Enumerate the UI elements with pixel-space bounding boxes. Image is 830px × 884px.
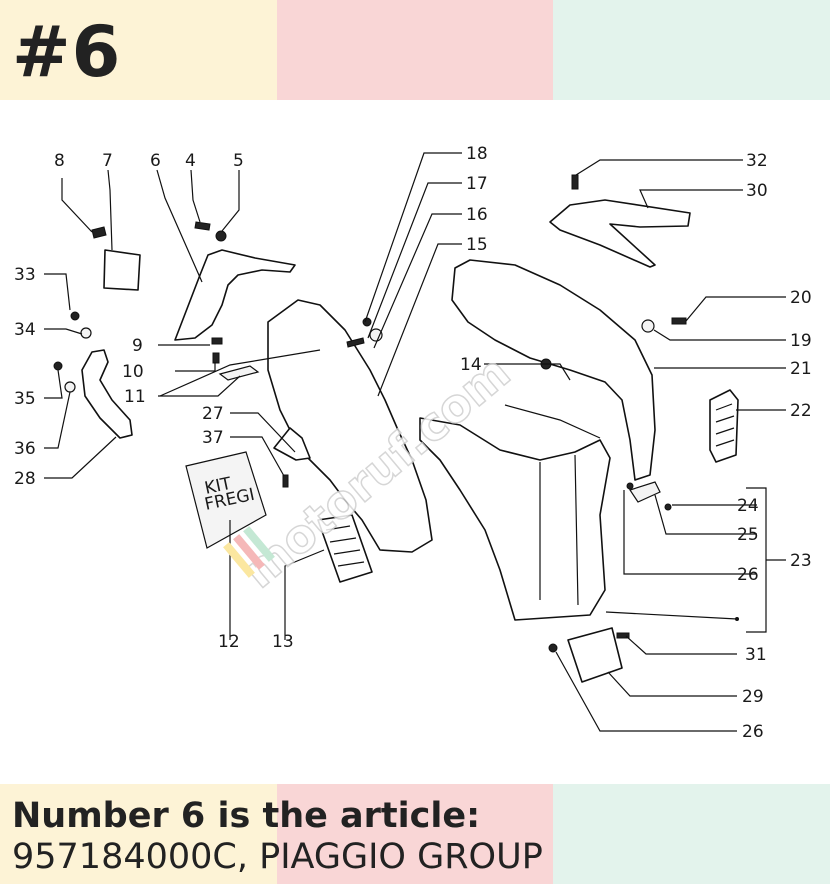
label-15: 15 [466,235,488,255]
part-5-nut [215,230,227,242]
label-20: 20 [790,288,812,308]
label-24: 24 [737,496,759,516]
part-19-nut [641,319,655,333]
label-21: 21 [790,359,812,379]
article-caption-code: 957184000C, PIAGGIO GROUP [12,837,543,877]
part-30-top-cover [549,199,691,268]
part-8-screw [91,226,107,239]
part-17-screw [346,337,365,348]
label-19: 19 [790,331,812,351]
page-title: #6 [12,11,122,93]
label-25: 25 [737,525,759,545]
label-13: 13 [272,632,294,652]
part-25-bracket [629,481,661,503]
header-band-green [553,0,830,100]
label-22: 22 [790,401,812,421]
article-caption-heading: Number 6 is the article: [12,796,481,836]
part-23-leg-shield [419,417,611,621]
label-33: 33 [14,265,36,285]
label-34: 34 [14,320,36,340]
footer-band [0,784,830,884]
label-32: 32 [746,151,768,171]
part-28-handle [81,349,133,439]
label-16: 16 [466,205,488,225]
label-31: 31 [745,645,767,665]
part-27-cover [273,427,311,461]
watermark-stripe-yellow [223,542,255,578]
label-35: 35 [14,389,36,409]
label-7: 7 [102,151,113,171]
label-26-b: 26 [742,722,764,742]
label-18: 18 [466,144,488,164]
part-22-grille [709,389,739,463]
label-28: 28 [14,469,36,489]
part-20-screw [671,317,687,325]
label-37: 37 [202,428,224,448]
label-23: 23 [790,551,812,571]
part-21-upper-shield [451,259,656,481]
part-26-clip-a [626,482,634,490]
label-12: 12 [218,632,240,652]
label-10: 10 [122,362,144,382]
part-10-screw [212,352,220,364]
part-34-nut [80,327,92,339]
label-4: 4 [185,151,196,171]
part-32-screw [571,174,579,190]
label-5: 5 [233,151,244,171]
part-33-screw [70,311,80,321]
label-14: 14 [460,355,482,375]
label-17: 17 [466,174,488,194]
exploded-parts-diagram: motoruf.com KIT FREGI 8 7 6 4 5 33 34 9 … [14,144,812,742]
label-8: 8 [54,151,65,171]
footer-band-yellow [0,784,277,884]
label-29: 29 [742,687,764,707]
part-13-vent-grille [317,514,373,583]
part-36-washer [64,381,76,393]
header-band-yellow [0,0,277,100]
watermark-stripe-green [243,526,275,562]
part-9-clip [211,337,223,345]
label-11: 11 [124,387,146,407]
header-band [0,0,830,100]
label-9: 9 [132,336,143,356]
part-26-clip-b [548,643,558,653]
footer-band-green [553,784,830,884]
part-16-washer [369,328,383,342]
part-12-decal-kit [185,451,267,549]
label-26-a: 26 [737,565,759,585]
part-37-screw [282,474,289,488]
label-30: 30 [746,181,768,201]
part-7-clip [103,249,141,291]
part-18-screw [362,317,372,327]
label-27: 27 [202,404,224,424]
label-36: 36 [14,439,36,459]
label-6: 6 [150,151,161,171]
part-35-screw [53,361,63,371]
part-24-screw [664,503,672,511]
footer-band-pink [277,784,553,884]
part-29-plate [567,627,623,683]
part-4-screw [194,221,211,231]
header-band-pink [277,0,553,100]
part-6-bracket [174,249,296,341]
part-11-bushing [218,365,260,381]
watermark-stripe-pink [233,534,265,570]
